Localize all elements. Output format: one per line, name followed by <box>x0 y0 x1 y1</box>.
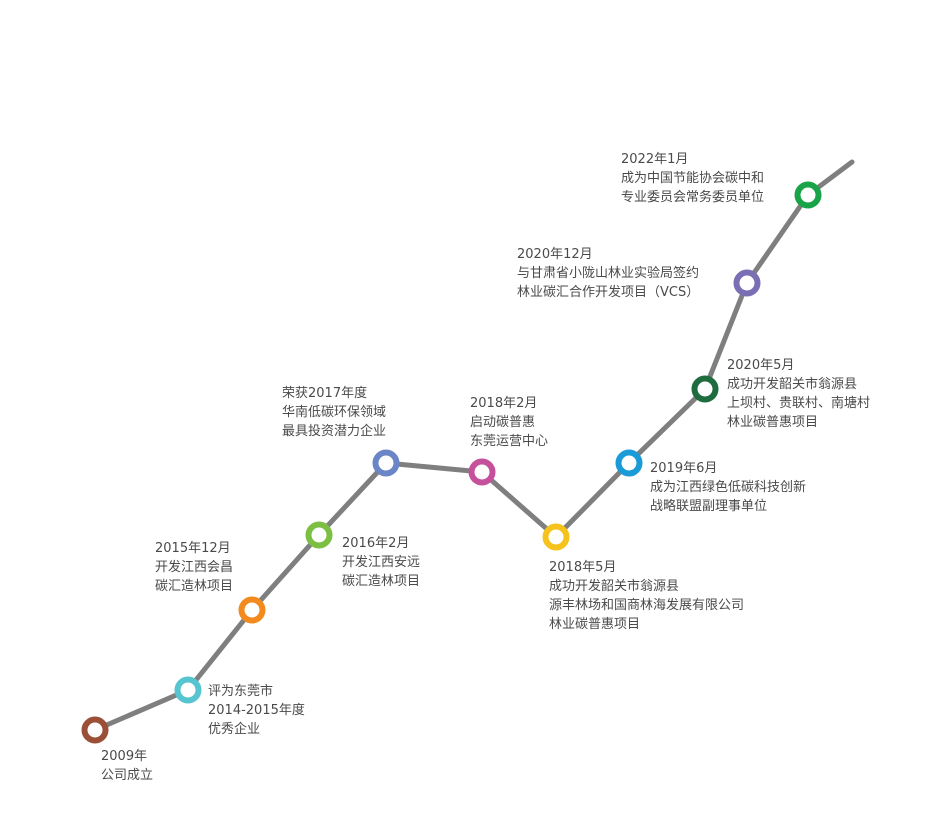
milestone-label-m2020-12: 2020年12月与甘肃省小陇山林业实验局签约林业碳汇合作开发项目（VCS） <box>517 245 699 302</box>
milestone-label-line: 开发江西会昌 <box>155 560 234 575</box>
milestone-label-line: 成功开发韶关市翁源县 <box>727 377 858 392</box>
milestone-label-line: 东莞运营中心 <box>470 434 549 449</box>
milestone-label-line: 与甘肃省小陇山林业实验局签约 <box>517 266 700 281</box>
milestone-label-m2019-6: 2019年6月成为江西绿色低碳科技创新战略联盟副理事单位 <box>650 459 806 516</box>
milestone-label-line: 开发江西安远 <box>342 555 421 570</box>
milestone-label-line: 成功开发韶关市翁源县 <box>549 579 680 594</box>
milestone-node-m2018-5 <box>542 523 570 551</box>
milestone-node-m2017 <box>372 449 400 477</box>
milestone-label-line: 战略联盟副理事单位 <box>650 499 768 514</box>
milestone-label-line: 专业委员会常务委员单位 <box>621 190 765 205</box>
milestone-node-m2015a <box>174 676 202 704</box>
milestone-node-m2016-2 <box>305 521 333 549</box>
milestone-label-line: 公司成立 <box>101 768 154 783</box>
milestone-node-m2020-12 <box>733 269 761 297</box>
milestone-label-line: 2015年12月 <box>155 541 231 556</box>
milestone-label-line: 成为中国节能协会碳中和 <box>621 171 765 186</box>
milestone-label-m2009: 2009年公司成立 <box>101 747 153 785</box>
milestone-label-line: 成为江西绿色低碳科技创新 <box>650 480 807 495</box>
milestone-nodes <box>81 181 822 744</box>
milestone-label-line: 林业碳普惠项目 <box>549 617 641 632</box>
milestone-label-m2018-5: 2018年5月成功开发韶关市翁源县源丰林场和国商林海发展有限公司林业碳普惠项目 <box>549 558 744 634</box>
milestone-label-line: 最具投资潜力企业 <box>282 424 387 439</box>
milestone-label-line: 2016年2月 <box>342 536 410 551</box>
milestone-label-line: 碳汇造林项目 <box>342 574 421 589</box>
milestone-label-line: 2020年5月 <box>727 358 795 373</box>
milestone-label-line: 2009年 <box>101 749 148 764</box>
milestone-label-line: 优秀企业 <box>208 722 261 737</box>
milestone-node-m2009 <box>81 716 109 744</box>
milestone-label-line: 2014-2015年度 <box>208 703 305 718</box>
milestone-label-m2018-2: 2018年2月启动碳普惠东莞运营中心 <box>470 394 548 451</box>
milestone-label-line: 林业碳汇合作开发项目（VCS） <box>517 285 700 300</box>
milestone-node-m2018-2 <box>468 458 496 486</box>
milestone-label-line: 上坝村、贵联村、南塘村 <box>727 396 871 411</box>
milestone-node-m2020-5 <box>691 375 719 403</box>
milestone-node-m2022-1 <box>794 181 822 209</box>
milestone-label-line: 林业碳普惠项目 <box>727 415 819 430</box>
milestone-label-m2016-2: 2016年2月开发江西安远碳汇造林项目 <box>342 534 420 591</box>
milestone-label-line: 荣获2017年度 <box>282 386 368 401</box>
milestone-label-line: 2018年5月 <box>549 560 617 575</box>
milestone-label-m2015a: 评为东莞市 2014-2015年度优秀企业 <box>208 682 305 739</box>
milestone-label-m2015-12: 2015年12月开发江西会昌碳汇造林项目 <box>155 539 233 596</box>
milestone-label-line: 源丰林场和国商林海发展有限公司 <box>549 598 745 613</box>
milestone-label-line: 2020年12月 <box>517 247 593 262</box>
milestone-label-line: 启动碳普惠 <box>470 415 536 430</box>
milestone-node-m2015-12 <box>238 596 266 624</box>
milestone-label-line: 2018年2月 <box>470 396 538 411</box>
milestone-label-line: 评为东莞市 <box>208 684 274 699</box>
milestone-label-line: 2022年1月 <box>621 152 689 167</box>
milestone-label-line: 华南低碳环保领域 <box>282 405 387 420</box>
timeline-path <box>92 159 855 733</box>
milestone-label-m2022-1: 2022年1月成为中国节能协会碳中和专业委员会常务委员单位 <box>621 150 764 207</box>
milestone-label-line: 2019年6月 <box>650 461 718 476</box>
milestone-label-m2017: 荣获2017年度华南低碳环保领域最具投资潜力企业 <box>282 384 386 441</box>
milestone-label-line: 碳汇造林项目 <box>155 579 234 594</box>
milestone-label-m2020-5: 2020年5月成功开发韶关市翁源县上坝村、贵联村、南塘村林业碳普惠项目 <box>727 356 870 432</box>
milestone-node-m2019-6 <box>615 449 643 477</box>
